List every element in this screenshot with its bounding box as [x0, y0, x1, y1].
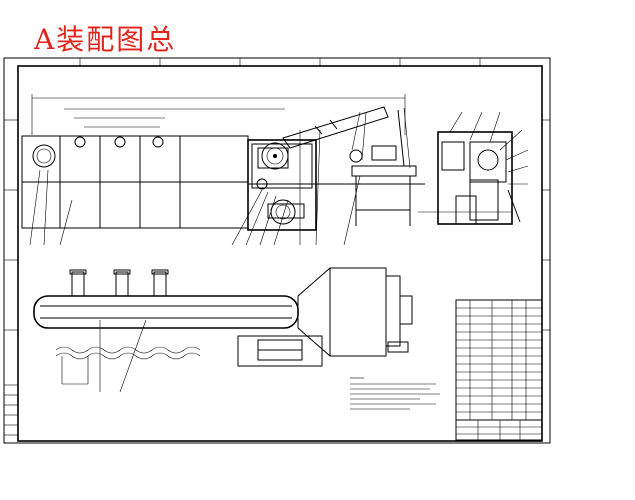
left-margin-table [3, 384, 19, 436]
side-view [418, 111, 529, 225]
technical-notes [350, 377, 440, 410]
parts-list [455, 299, 543, 441]
front-view-conveyor [21, 94, 425, 246]
drawing-title: A装配图总 [34, 23, 177, 56]
plan-view [33, 267, 413, 393]
sheet-border-inner [17, 65, 543, 442]
sheet-border-outer [3, 57, 551, 444]
zone-ticks [4, 58, 550, 331]
